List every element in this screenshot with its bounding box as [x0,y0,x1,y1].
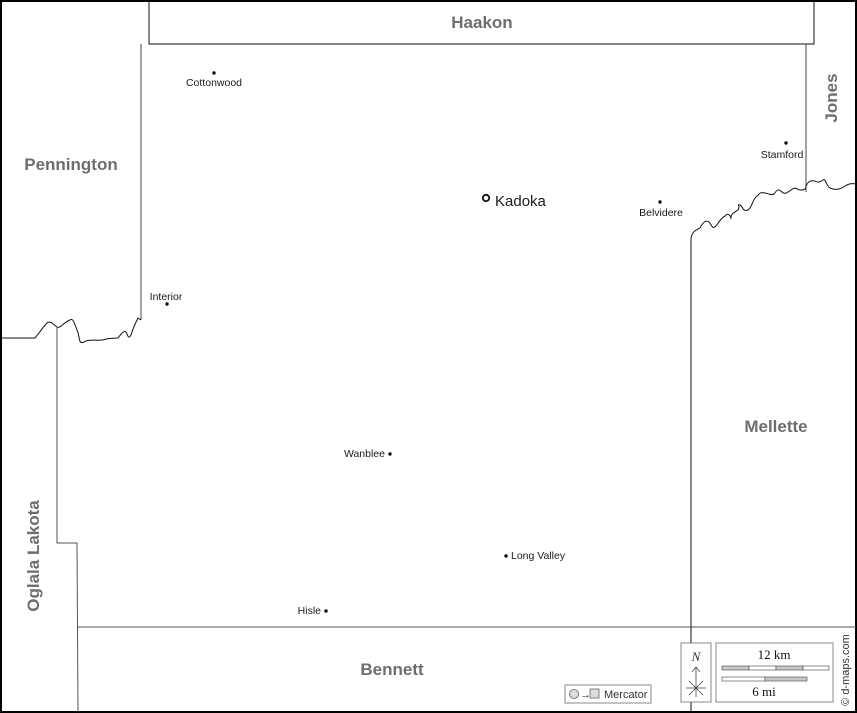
town-label-interior: Interior [150,291,183,303]
north-label: N [691,649,702,664]
county-label-mellette: Mellette [744,417,807,436]
county-seat-marker [481,193,491,203]
county-label-jones: Jones [822,73,841,122]
oglala-lakota-boundary [56,327,79,713]
county-label-haakon: Haakon [451,13,512,32]
projection-label: Mercator [604,689,648,701]
town-marker-long-valley [504,554,508,558]
town-marker-cottonwood [212,71,216,75]
town-marker-stamford [784,141,788,145]
county-label-bennett: Bennett [360,660,424,679]
town-marker-hisle [324,609,328,613]
compass-icon [686,666,706,697]
town-label-wanblee: Wanblee [344,448,385,460]
north-arrow: N [680,642,712,703]
globe-icon [569,689,579,699]
scale-bar: 12 km 6 mi [715,642,834,703]
white-river-west [1,317,142,344]
square-icon [589,688,600,699]
county-label-pennington: Pennington [24,155,117,174]
arrow-icon: → [580,689,591,701]
haakon-boundary [148,1,815,45]
credit-label: © d-maps.com [840,634,852,706]
town-label-long-valley: Long Valley [511,550,566,562]
town-label-hisle: Hisle [298,605,321,617]
white-river-east [690,179,857,241]
projection-legend: → Mercator [564,684,652,704]
town-label-cottonwood: Cottonwood [186,77,242,89]
scale-km-label: 12 km [758,647,791,662]
town-marker-interior [165,302,169,306]
town-marker-wanblee [388,452,392,456]
town-marker-belvidere [658,200,662,204]
scale-mi-label: 6 mi [752,684,776,699]
town-label-stamford: Stamford [761,149,804,161]
town-label-belvidere: Belvidere [639,207,683,219]
town-label-kadoka: Kadoka [495,193,547,210]
county-label-oglala-lakota: Oglala Lakota [24,500,43,612]
